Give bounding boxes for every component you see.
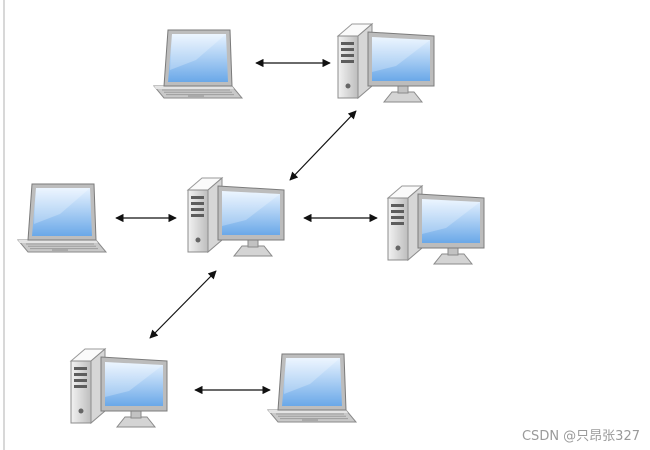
- desktop-3-desktop-icon: [69, 347, 168, 428]
- desktop-1-desktop-icon: [336, 22, 435, 103]
- desktop-center-desktop-icon: [186, 176, 285, 257]
- desktop-2-desktop-icon: [386, 184, 485, 265]
- laptop-1-laptop-icon: [152, 29, 244, 99]
- laptop-2-laptop-icon: [16, 183, 108, 253]
- left-border: [3, 0, 5, 450]
- laptop-3-laptop-icon: [266, 353, 358, 423]
- edge-desktop-center-desktop-1-arrow: [289, 110, 357, 181]
- edge-desktop-center-desktop-2-arrow: [149, 270, 217, 339]
- watermark: CSDN @只昂张327: [521, 429, 640, 444]
